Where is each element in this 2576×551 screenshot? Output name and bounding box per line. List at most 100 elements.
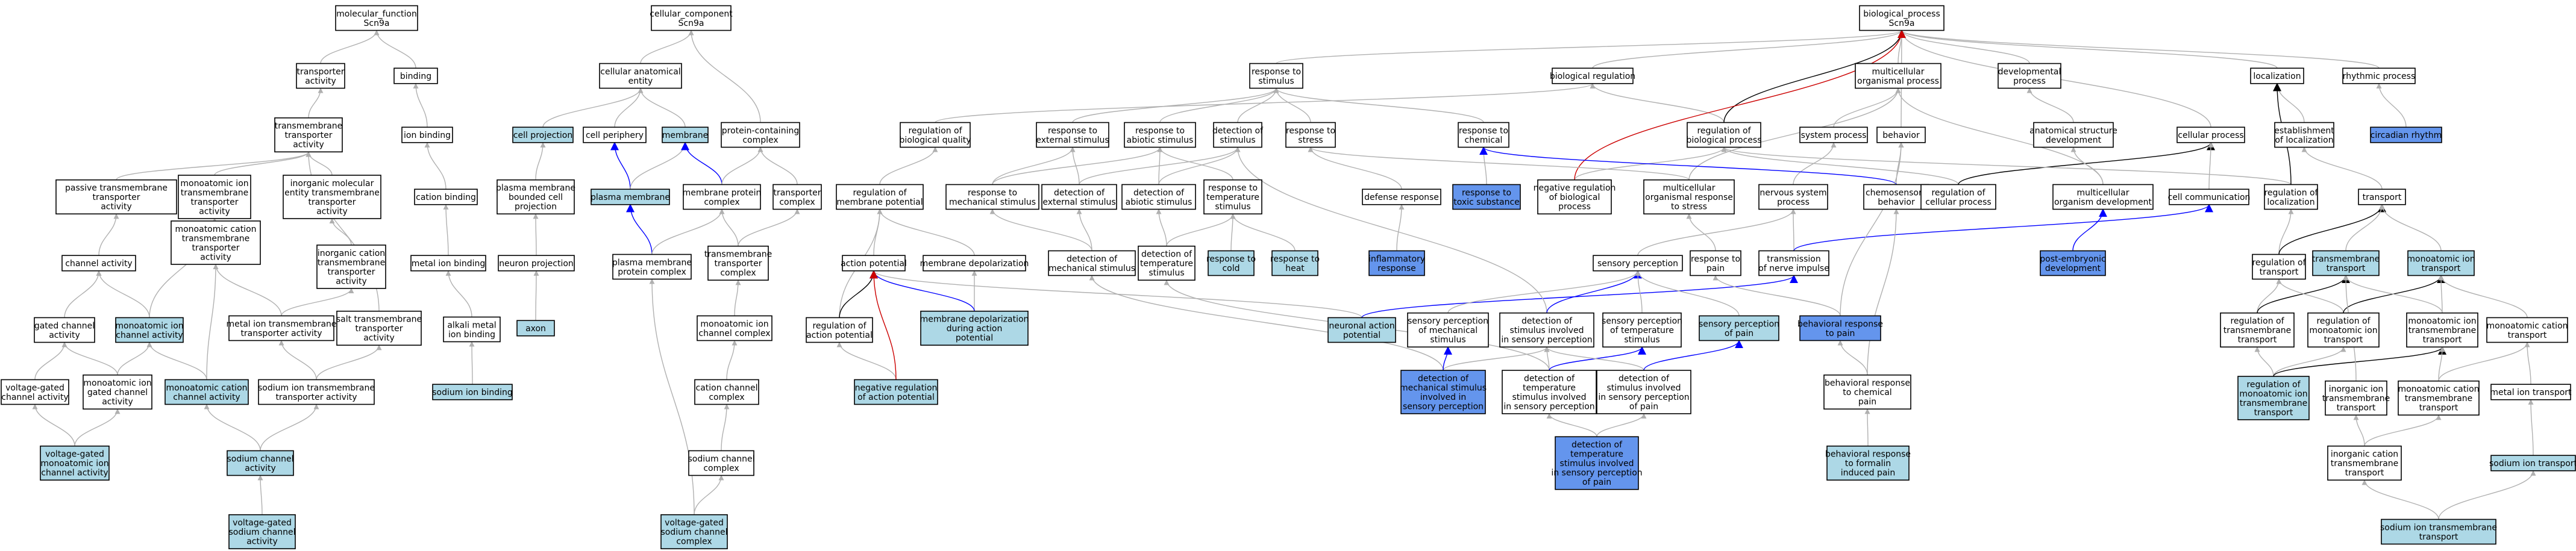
- go-term-md[interactable]: membrane depolarization: [920, 255, 1029, 272]
- go-term-ionbinding[interactable]: ion binding: [401, 126, 453, 143]
- go-term-localization[interactable]: localization: [2250, 67, 2304, 84]
- go-term-defense[interactable]: defense response: [1362, 188, 1441, 205]
- go-term-ap[interactable]: action potential: [841, 255, 907, 272]
- go-term-sysproc[interactable]: system process: [1799, 126, 1868, 143]
- go-term-sensperc[interactable]: sensory perception: [1593, 255, 1683, 272]
- go-term-binding[interactable]: binding: [393, 67, 438, 84]
- go-term-membrane[interactable]: membrane: [662, 126, 709, 143]
- go-term-metalion-t[interactable]: metal ion transport: [2490, 384, 2572, 400]
- go-term-neuronproj[interactable]: neuron projection: [498, 255, 575, 272]
- go-term-bioreg[interactable]: biological regulation: [1550, 67, 1635, 84]
- go-term-sodium-t[interactable]: sodium ion transport: [2489, 455, 2576, 472]
- go-term-cationbinding[interactable]: cation binding: [414, 188, 478, 205]
- go-term-cellproc[interactable]: cellular process: [2176, 126, 2245, 143]
- go-term-transport[interactable]: transport: [2358, 188, 2406, 205]
- go-term-metalion[interactable]: metal ion binding: [410, 255, 486, 272]
- go-term-axon[interactable]: axon: [516, 320, 555, 337]
- go-term-channel[interactable]: channel activity: [61, 255, 136, 272]
- go-term-cellcomm[interactable]: cell communication: [2168, 188, 2251, 205]
